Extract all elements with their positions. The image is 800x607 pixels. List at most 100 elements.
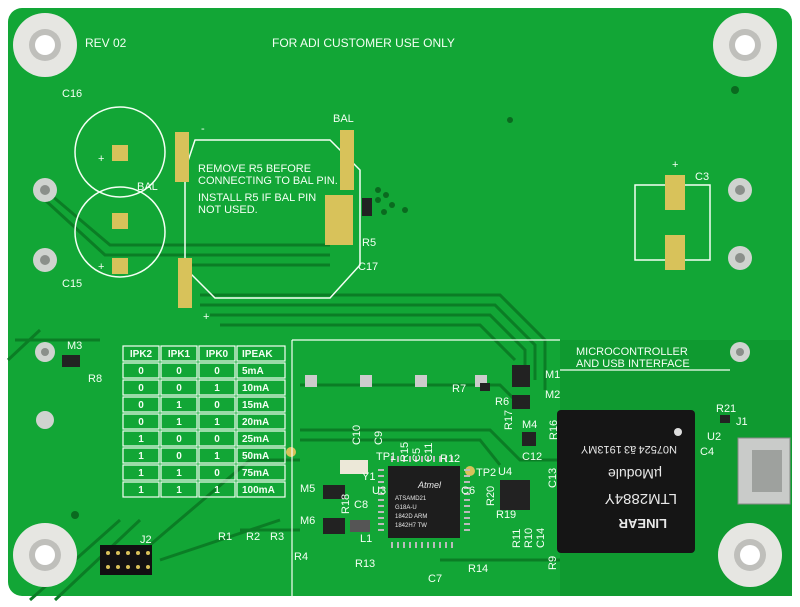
silk-label-r3: R3: [270, 531, 284, 543]
ipeak-cell: 0: [214, 434, 220, 445]
ipeak-cell-border: [198, 396, 236, 413]
silk-label-m2: M2: [545, 389, 560, 401]
ipeak-cell-border: [122, 379, 160, 396]
ipeak-cell: 1: [138, 434, 144, 445]
note-line1: REMOVE R5 BEFORE: [198, 163, 311, 175]
silk-label-plus3: +: [203, 311, 209, 323]
ipeak-cell: 1: [176, 468, 182, 479]
ipeak-cell-border: [160, 396, 198, 413]
silk-label-r12: R12: [440, 453, 460, 465]
silk-label-c7: C7: [428, 573, 442, 585]
terminal-posts: [33, 178, 752, 429]
note-line3: INSTALL R5 IF BAL PIN: [198, 192, 316, 204]
ipeak-cell: 0: [176, 383, 182, 394]
mcu-line3: 1842D ARM: [395, 514, 427, 520]
silk-label-r5: R5: [362, 237, 376, 249]
ipeak-cell: 0: [176, 366, 182, 377]
ipeak-cell-border: [160, 430, 198, 447]
silk-label-r20: R20: [485, 486, 497, 506]
silk-label-c13: C13: [547, 468, 559, 488]
mcu-line1: ATSAMD21: [395, 496, 427, 502]
ipeak-cell: 0: [138, 417, 144, 428]
ipeak-cell: 0: [214, 468, 220, 479]
silk-label-r13: R13: [355, 558, 375, 570]
silk-label-m1: M1: [545, 369, 560, 381]
ipeak-header-cell: IPK2: [130, 349, 153, 360]
ipeak-cell-border: [160, 481, 198, 498]
silk-label-r21: R21: [716, 403, 736, 415]
silk-label-m4: M4: [522, 419, 537, 431]
usb-connector-j1[interactable]: [737, 437, 791, 505]
ipeak-cell: 0: [138, 400, 144, 411]
revision-label: REV 02: [85, 36, 127, 50]
silk-label-j2: J2: [140, 534, 152, 546]
ipeak-cell-border: [236, 362, 286, 379]
silk-label-r1: R1: [218, 531, 232, 543]
mounting-hole-bottom-right: [718, 523, 782, 587]
ipeak-cell: 1: [138, 485, 144, 496]
ipeak-cell-border: [160, 362, 198, 379]
section-outline: [291, 339, 730, 598]
ipeak-cell-border: [198, 413, 236, 430]
ipeak-cell: 1: [176, 400, 182, 411]
silk-label-y1: Y1: [362, 471, 375, 483]
smd-parts: [62, 198, 730, 534]
silk-label-c12: C12: [522, 451, 542, 463]
ipeak-cell: 1: [214, 417, 220, 428]
module-part: LTM2884Y: [605, 490, 677, 507]
silk-label-c16: C16: [62, 88, 82, 100]
j2-header[interactable]: [100, 545, 152, 575]
ipeak-cell-border: [198, 464, 236, 481]
ipeak-cell-border: [160, 464, 198, 481]
mcu-line4: 1842H7 TW: [395, 523, 427, 529]
silk-label-m3: M3: [67, 340, 82, 352]
ipeak-cell-border: [122, 430, 160, 447]
ipeak-cell: 1: [214, 451, 220, 462]
silk-label-j1: J1: [736, 416, 748, 428]
ipeak-cell-border: [122, 345, 160, 362]
silk-label-c6: C6: [461, 485, 475, 497]
silk-label-r19: R19: [496, 509, 516, 521]
ipeak-cell: 1: [214, 485, 220, 496]
ipeak-cell: 10mA: [242, 383, 269, 394]
silk-label-c10: C10: [351, 425, 363, 445]
ipeak-cell-border: [236, 379, 286, 396]
ipeak-cell-border: [198, 447, 236, 464]
silk-label-bal1: BAL: [137, 181, 158, 193]
section-title-line2: AND USB INTERFACE: [576, 358, 690, 370]
silk-label-c9: C9: [373, 431, 385, 445]
silk-label-c5: C5: [411, 448, 423, 462]
silk-label-u2: U2: [707, 431, 721, 443]
ipeak-cell: 1: [176, 485, 182, 496]
mcu-brand: Atmel: [417, 480, 442, 490]
ipeak-cell-border: [236, 464, 286, 481]
ipeak-cell-border: [160, 379, 198, 396]
module-umodule: µModule: [608, 466, 662, 482]
ipeak-cell-border: [160, 345, 198, 362]
silk-label-r18: R18: [340, 494, 352, 514]
ipeak-cell-border: [198, 430, 236, 447]
ipeak-cell-border: [160, 413, 198, 430]
ipeak-cell: 1: [138, 468, 144, 479]
ipeak-cell: 0: [214, 366, 220, 377]
ipeak-cell-border: [198, 345, 236, 362]
mcu-chip: Atmel ATSAMD21 G18A-U 1842D ARM 1842H7 T…: [378, 456, 470, 548]
silk-label-r9: R9: [547, 556, 559, 570]
ipeak-cell-border: [198, 379, 236, 396]
silk-label-bal2: BAL: [333, 113, 354, 125]
mcu-line2: G18A-U: [395, 505, 417, 511]
silk-label-r16: R16: [548, 420, 560, 440]
ipeak-cell: 0: [214, 400, 220, 411]
silk-label-r15: R15: [399, 442, 411, 462]
mounting-hole-bottom-left: [13, 523, 77, 587]
gold-pads: [112, 130, 685, 476]
ipeak-cell-border: [122, 481, 160, 498]
mounting-holes: [13, 13, 782, 587]
connector-pads: [305, 375, 487, 387]
ipeak-header-cell: IPK0: [206, 349, 229, 360]
note-line2: CONNECTING TO BAL PIN.: [198, 175, 338, 187]
silk-label-r7: R7: [452, 383, 466, 395]
ipeak-cell: 1: [138, 451, 144, 462]
ipeak-cell-border: [198, 481, 236, 498]
